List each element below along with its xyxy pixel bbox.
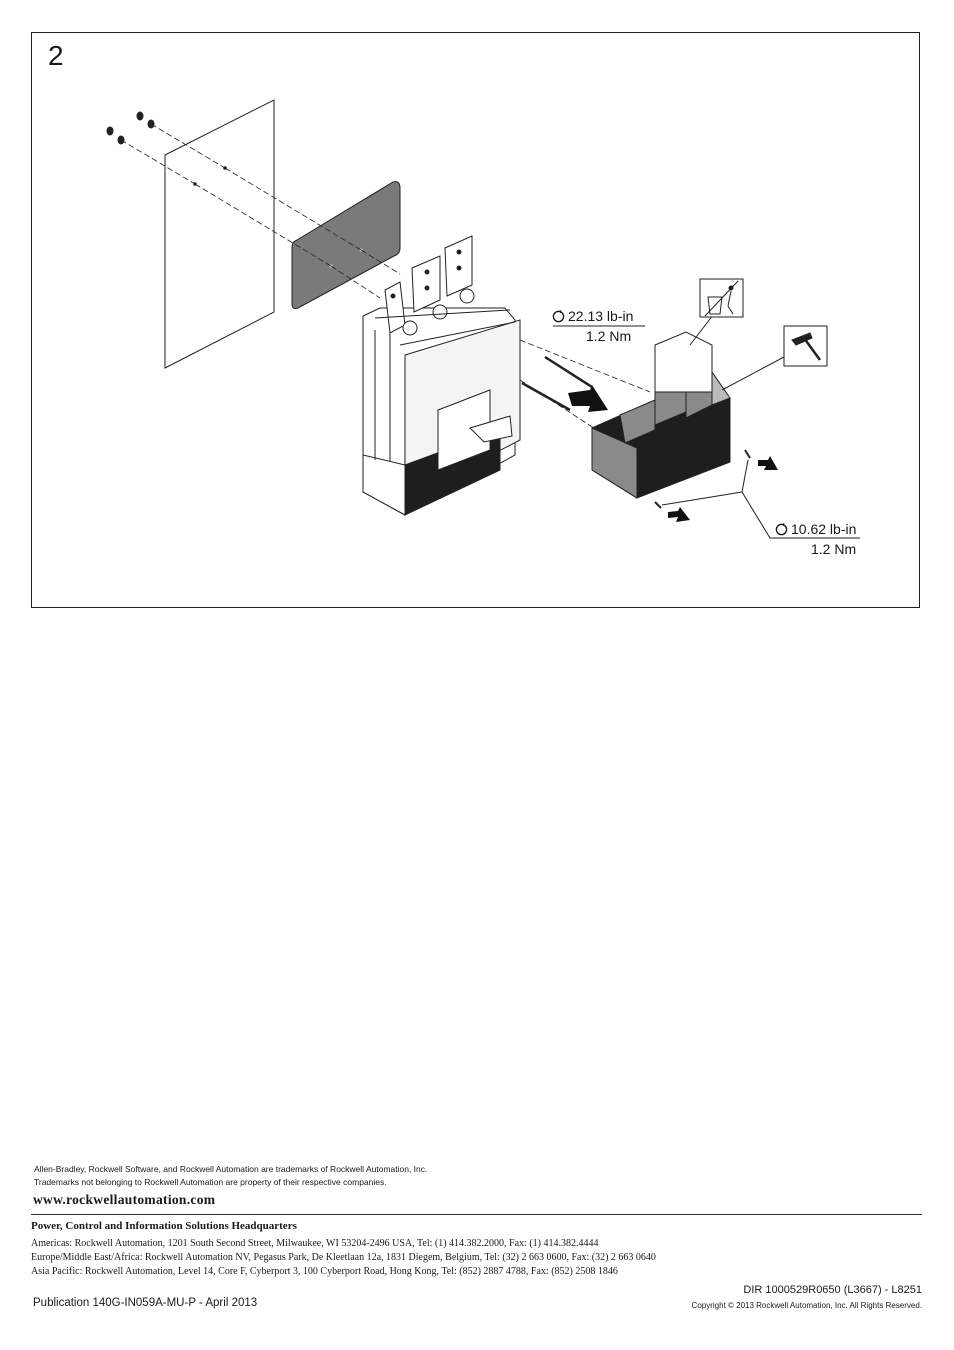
push-arrow-icon [568,385,608,412]
trademark-line-2: Trademarks not belonging to Rockwell Aut… [34,1177,387,1187]
hammer-icon [783,325,828,367]
figure-frame [31,32,920,608]
gasket-plate [291,181,401,309]
terminal-cover [591,331,731,499]
assembly-illustration [106,99,860,539]
step-number: 2 [48,40,64,71]
copyright: Copyright © 2013 Rockwell Automation, In… [691,1301,922,1310]
torque-label-top: 22.13 lb-in 1.2 Nm [552,306,633,346]
address-emea: Europe/Middle East/Africa: Rockwell Auto… [31,1252,656,1263]
address-apac: Asia Pacific: Rockwell Automation, Level… [31,1266,618,1277]
waste-bin-icon [699,278,744,318]
torque-label-bottom: 10.62 lb-in 1.2 Nm [775,519,856,559]
footer-divider [31,1214,922,1215]
nuts [106,111,155,145]
torque-bottom-nm: 1.2 Nm [811,541,857,557]
torque-icon [775,523,788,536]
address-americas: Americas: Rockwell Automation, 1201 Sout… [31,1238,599,1249]
mounting-plate [164,99,275,369]
torque-bottom-value: 10.62 lb-in [791,521,857,537]
breaker-body [362,235,521,516]
torque-icon [552,310,565,323]
website-link[interactable]: www.rockwellautomation.com [33,1192,216,1207]
publication-number: Publication 140G-IN059A-MU-P - April 201… [33,1297,258,1309]
dir-number: DIR 1000529R0650 (L3667) - L8251 [743,1284,922,1296]
torque-top-value: 22.13 lb-in [568,308,634,324]
hq-title: Power, Control and Information Solutions… [31,1220,297,1232]
torque-top-nm: 1.2 Nm [586,328,632,344]
trademark-line-1: Allen-Bradley, Rockwell Software, and Ro… [34,1164,428,1174]
